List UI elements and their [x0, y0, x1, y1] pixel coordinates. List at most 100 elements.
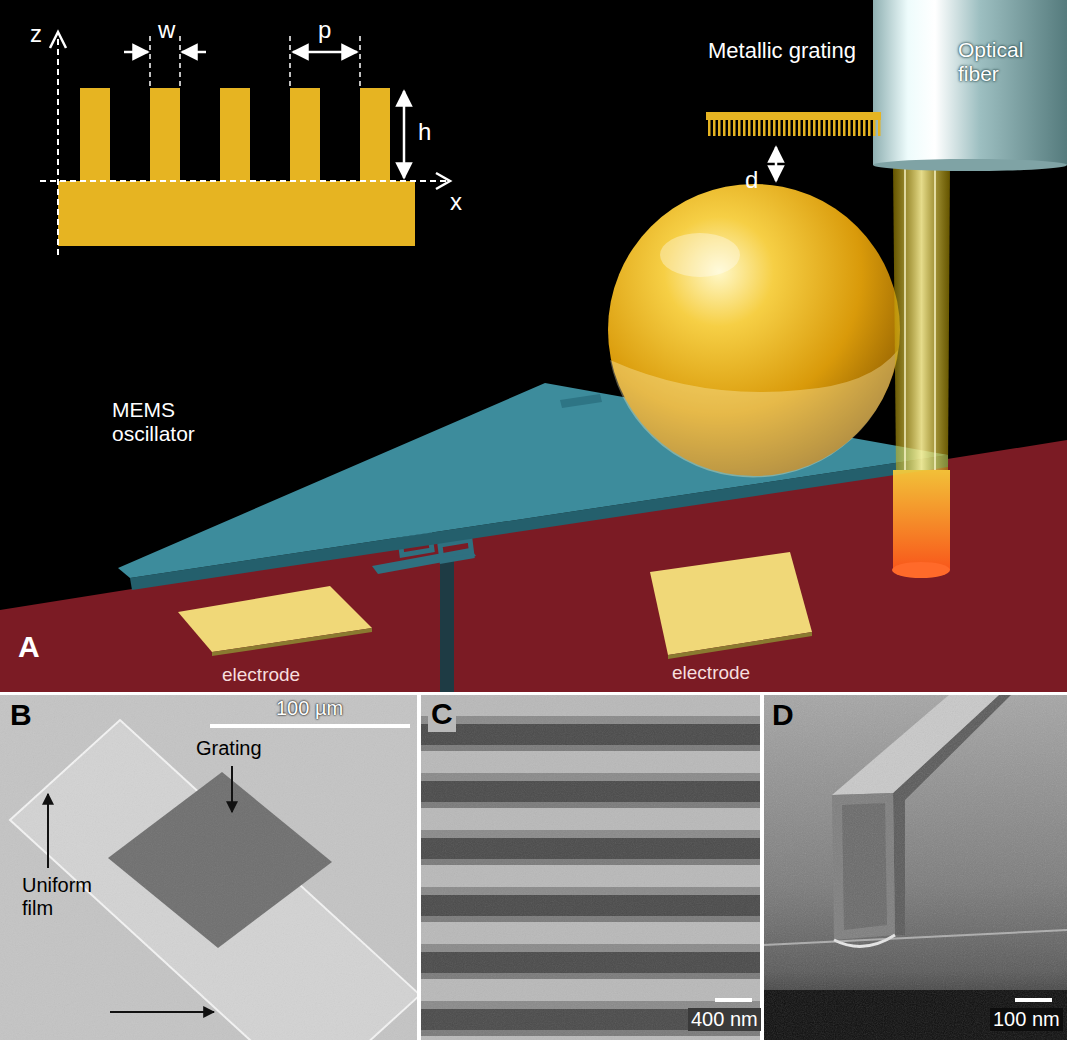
grating-profile-inset — [182, 51, 206, 54]
sem-panel-c — [715, 998, 752, 1002]
grating-profile-inset — [289, 36, 291, 86]
sem-panel-b — [231, 766, 233, 812]
scale-label: 100 µm — [276, 697, 343, 720]
grating-tooth — [783, 118, 786, 136]
light-beam — [893, 470, 950, 570]
part-label: Grating — [196, 737, 262, 760]
gold-sphere — [610, 350, 898, 477]
sem-panel-c — [421, 695, 760, 1040]
light-beam — [893, 165, 950, 470]
grating-tooth — [753, 118, 756, 136]
torsion-spring — [440, 540, 472, 561]
grating-tooth — [713, 118, 716, 136]
gap-arrow — [776, 147, 777, 181]
electrode-pad — [178, 586, 372, 652]
sem-panel-c — [421, 695, 760, 1040]
dimension-label: p — [318, 16, 331, 44]
grating-tooth — [853, 118, 856, 136]
light-beam — [892, 165, 950, 578]
grating-profile-inset — [150, 88, 180, 181]
grating-tooth — [728, 118, 731, 136]
grating-tooth — [848, 118, 851, 136]
panel-a-background — [0, 0, 1067, 692]
grating-tooth — [718, 118, 721, 136]
sem-panel-d — [764, 695, 1067, 1040]
axis-label: z — [30, 20, 42, 48]
grating-profile-inset — [40, 180, 446, 182]
electrode-pad — [212, 628, 372, 656]
gap-arrow — [775, 147, 778, 181]
grating-tooth — [768, 118, 771, 136]
grating-profile-inset — [58, 181, 415, 246]
grating-tooth — [828, 118, 831, 136]
light-beam — [934, 165, 936, 470]
sem-panel-b — [110, 1011, 214, 1013]
grating-profile-inset — [40, 32, 450, 255]
grating-tooth — [743, 118, 746, 136]
scale-label: 400 nm — [688, 1008, 761, 1031]
gold-sphere — [608, 184, 900, 477]
grating-tooth — [778, 118, 781, 136]
metallic-grating — [706, 112, 881, 136]
grating-tooth — [798, 118, 801, 136]
grating-tooth — [818, 118, 821, 136]
grating-tooth — [723, 118, 726, 136]
panel-letter: D — [772, 698, 794, 733]
anchor-post — [440, 555, 454, 692]
sem-panel-b — [0, 695, 417, 1040]
grating-profile-inset — [57, 36, 59, 255]
grating-tooth — [878, 118, 881, 136]
gold-sphere — [660, 233, 740, 277]
part-label: electrode — [672, 662, 750, 684]
dimension-label: h — [418, 118, 431, 146]
part-label: Optical fiber — [958, 38, 1053, 86]
grating-tooth — [763, 118, 766, 136]
panel-letter: B — [10, 698, 32, 733]
grating-tooth — [873, 118, 876, 136]
sem-panel-d — [764, 695, 1067, 1040]
grating-profile-inset — [220, 88, 250, 181]
grating-tooth — [803, 118, 806, 136]
grating-tooth — [748, 118, 751, 136]
grating-tooth — [863, 118, 866, 136]
grating-tooth — [793, 118, 796, 136]
optical-fiber — [873, 0, 1067, 165]
sem-panel-b — [47, 794, 49, 868]
part-label: electrode — [222, 664, 300, 686]
grating-profile-inset — [290, 88, 320, 181]
anchor-post — [440, 555, 454, 692]
grating-tooth — [823, 118, 826, 136]
part-label: Uniform film — [22, 874, 102, 920]
panel-letter: C — [428, 697, 456, 732]
grating-tooth — [868, 118, 871, 136]
grating-tooth — [708, 118, 711, 136]
light-beam — [892, 562, 950, 578]
optical-fiber — [873, 0, 1067, 171]
grating-profile-inset — [360, 88, 390, 181]
sem-panel-b — [0, 695, 417, 1040]
grating-tooth — [808, 118, 811, 136]
grating-lines — [421, 695, 760, 1040]
axis-label: x — [450, 188, 462, 216]
panel-letter: A — [18, 630, 40, 665]
sem-panel-d — [764, 695, 1067, 1040]
panel-a-background — [0, 0, 1067, 692]
grating-tooth — [838, 118, 841, 136]
grating-profile-inset — [359, 36, 361, 86]
grating-tooth — [738, 118, 741, 136]
grating-tooth — [833, 118, 836, 136]
grating-profile-inset — [179, 36, 181, 86]
grating-profile-inset — [80, 88, 110, 181]
grating-profile-inset — [403, 91, 406, 178]
grating-tooth — [843, 118, 846, 136]
dimension-label: d — [745, 166, 758, 194]
scale-label: 100 nm — [990, 1008, 1063, 1031]
mems-plate — [560, 394, 602, 408]
grating-tooth — [758, 118, 761, 136]
part-label: Metallic grating — [708, 38, 856, 63]
grating-profile-inset — [149, 36, 151, 86]
grating-tooth — [773, 118, 776, 136]
